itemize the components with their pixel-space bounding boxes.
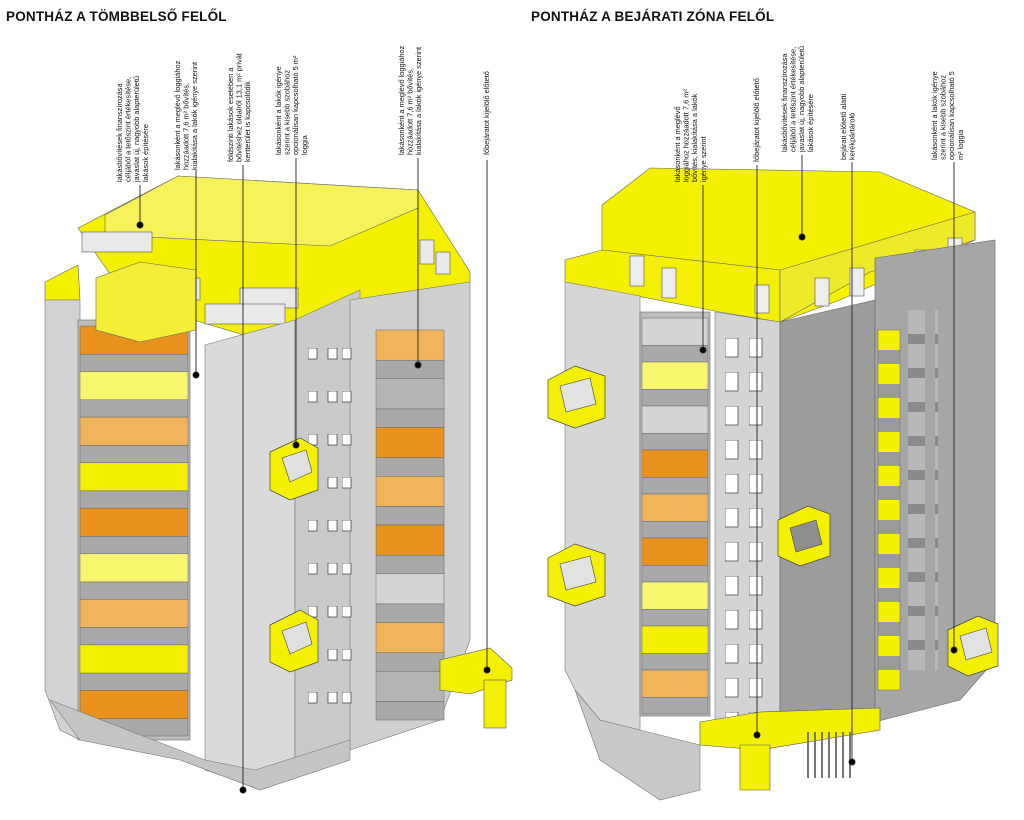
loggia-panel (641, 449, 709, 478)
loggia-slab (641, 477, 709, 495)
loggia-slab (641, 565, 709, 583)
left-facade-west (44, 299, 81, 741)
left-loggia-stack (79, 325, 189, 737)
left-view-title: PONTHÁZ A TÖMBBELSŐ FELŐL (6, 9, 227, 24)
left-east-loggia-stack (375, 329, 445, 721)
annotation-label: lakásonként a meglévő loggiáhozhozzáadot… (173, 60, 199, 170)
loggia-slab (79, 490, 189, 509)
right-building (547, 167, 999, 801)
loggia-slab (641, 697, 709, 715)
annotation-label: bejárati előtető alattikerékpártároló (839, 93, 857, 160)
left-facade-windows (308, 348, 356, 728)
leader-lines (136, 155, 958, 794)
right-loggia-stack (641, 317, 709, 715)
loggia-panel (375, 329, 445, 361)
loggia-slab (79, 536, 189, 555)
loggia-slab (375, 359, 445, 380)
loggia-slab (641, 521, 709, 539)
loggia-slab (375, 701, 445, 721)
loggia-slab (375, 554, 445, 574)
right-bike-storage (807, 732, 851, 778)
loggia-slab (641, 609, 709, 627)
loggia-panel (641, 625, 709, 654)
annotation-label: lakásonként a lakók igényeszerint a kise… (930, 71, 965, 160)
left-roof-shaft (95, 261, 197, 343)
right-base (574, 689, 701, 801)
loggia-slab (79, 445, 189, 463)
loggia-slab (641, 433, 709, 451)
left-annotation-labels: lakásbővítések finanszírozásacéljából a … (115, 45, 491, 183)
loggia-panel (641, 405, 709, 434)
left-small-loggia-upper (269, 437, 319, 501)
right-annotation-labels: lakásonként a meglévőloggiához hozzáadot… (673, 46, 965, 182)
right-entrance-canopy (699, 707, 881, 791)
left-facade-main (204, 319, 296, 786)
right-small-loggia-3 (777, 505, 831, 567)
loggia-slab (79, 399, 189, 418)
loggia-panel (79, 371, 189, 401)
loggia-panel (79, 462, 189, 492)
loggia-panel (641, 493, 709, 522)
annotation-label: lakásonként a lakók igényeszerint a kise… (274, 55, 309, 155)
loggia-panel (375, 671, 445, 702)
left-base (49, 699, 351, 791)
loggia-panel (641, 537, 709, 566)
annotation-label: lakásbővítések finanszírozásacéljából a … (115, 76, 150, 183)
loggia-panel (641, 317, 709, 346)
loggia-panel (375, 573, 445, 605)
loggia-panel (375, 524, 445, 556)
loggia-slab (375, 408, 445, 428)
loggia-panel (375, 378, 445, 410)
loggia-slab (79, 353, 189, 372)
loggia-slab (375, 457, 445, 477)
left-roof-lip (44, 264, 81, 301)
annotation-label: lakásonként a meglévő loggiáhozhozzáadot… (397, 45, 423, 155)
loggia-panel (79, 553, 189, 583)
annotation-label: lakásonként a meglévőloggiához hozzáadot… (673, 89, 708, 182)
loggia-slab (79, 672, 189, 691)
loggia-slab (375, 506, 445, 526)
loggia-slab (79, 581, 189, 600)
loggia-slab (375, 652, 445, 672)
annotation-label: lakásbővítések finanszírozásacéljából a … (780, 46, 815, 153)
annotation-label: főbejáratot kijelölő előtető (752, 78, 761, 162)
annotation-label: főbejáratot kijelölő előtető (482, 71, 491, 155)
loggia-slab (641, 653, 709, 671)
loggia-slab (641, 389, 709, 407)
loggia-panel (641, 581, 709, 610)
right-small-loggia-4 (947, 615, 999, 677)
right-east-balconies (908, 310, 938, 670)
loggia-panel (79, 644, 189, 674)
right-view-title: PONTHÁZ A BEJÁRATI ZÓNA FELŐL (531, 9, 775, 24)
loggia-panel (375, 476, 445, 507)
annotation-label: földszinti lakások esetében abővítéshez … (226, 53, 252, 162)
loggia-panel (79, 416, 189, 446)
left-entrance-canopy (439, 647, 513, 729)
right-facade-windows (725, 338, 773, 718)
loggia-panel (375, 622, 445, 653)
right-small-loggia-1 (547, 365, 606, 429)
left-small-loggia-lower (269, 609, 319, 673)
loggia-slab (375, 603, 445, 623)
loggia-slab (79, 627, 189, 646)
loggia-panel (375, 427, 445, 458)
right-small-loggia-2 (547, 543, 606, 607)
loggia-slab (641, 345, 709, 363)
loggia-panel (641, 669, 709, 698)
right-yellow-strip (877, 329, 901, 691)
loggia-panel (79, 599, 189, 628)
loggia-panel (641, 361, 709, 390)
loggia-panel (79, 507, 189, 537)
right-facade-west (564, 281, 641, 731)
loggia-panel (79, 690, 189, 719)
left-building (44, 175, 513, 791)
